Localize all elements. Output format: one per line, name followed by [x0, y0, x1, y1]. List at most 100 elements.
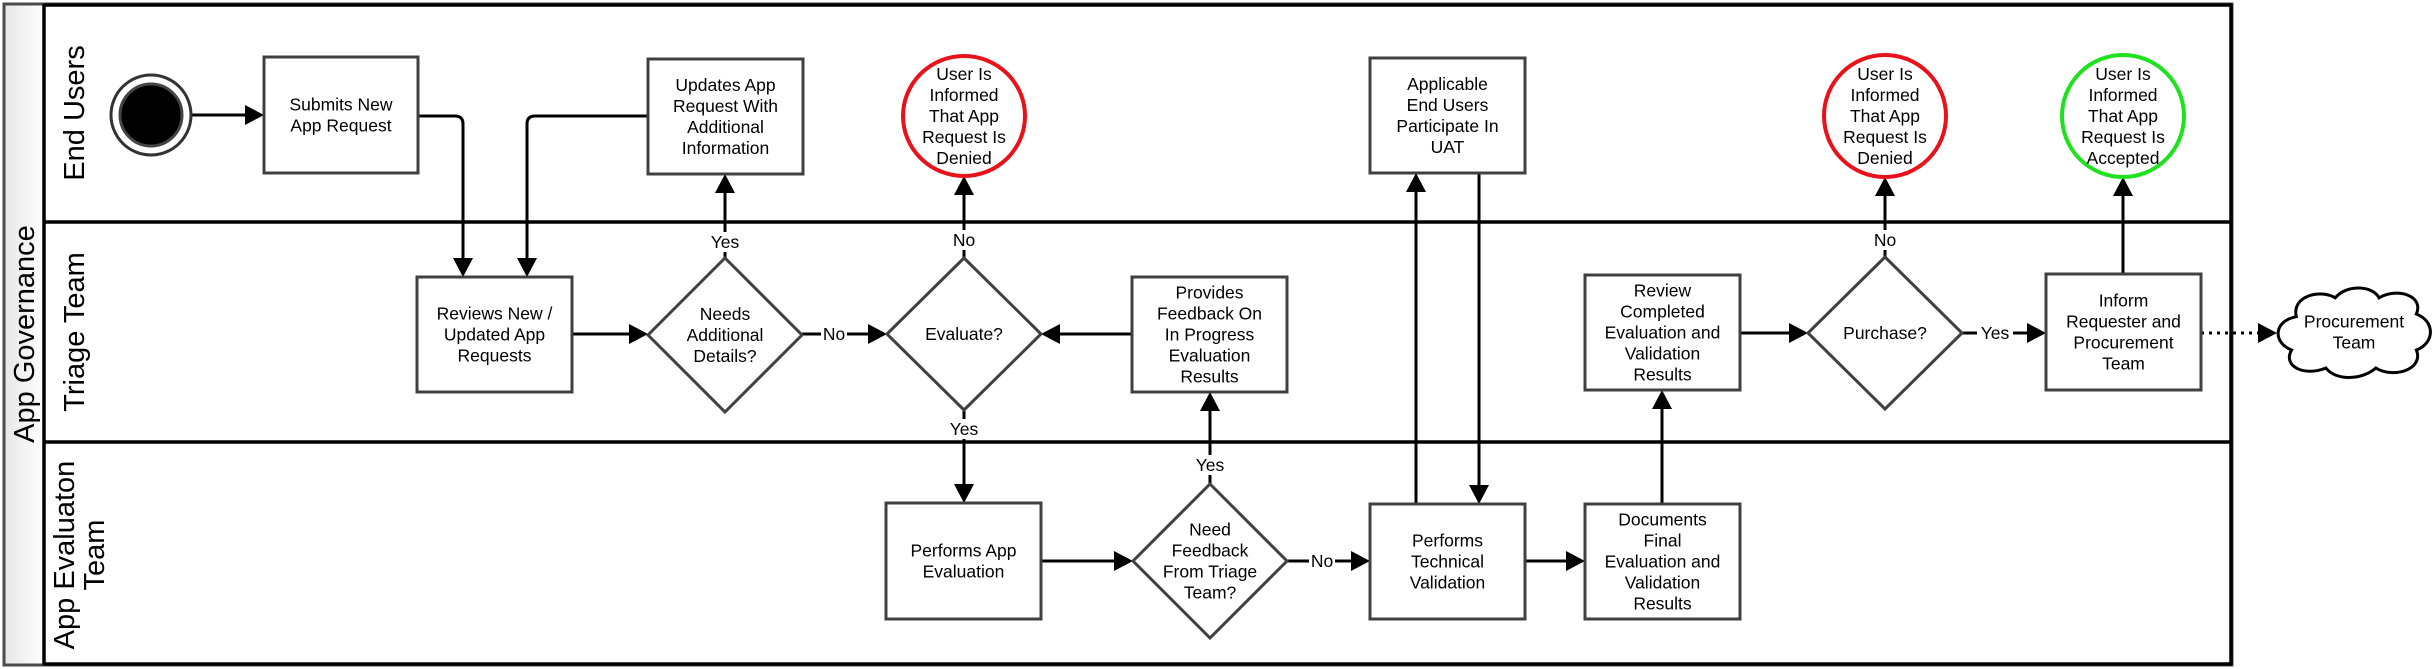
edge-label-needFeedback-provides: Yes	[1192, 455, 1228, 475]
edge-label-purchase-denied2: No	[1872, 230, 1898, 250]
edge-label-background	[951, 230, 977, 250]
edge-label-text: No	[1311, 551, 1333, 571]
edge-techValidation-documents	[1525, 551, 1585, 571]
task-box	[646, 57, 805, 176]
arrowhead-icon	[1114, 551, 1133, 571]
connector-line	[525, 114, 648, 265]
task-box	[1130, 275, 1289, 394]
end-event-circle	[901, 54, 1027, 178]
node-start[interactable]	[109, 73, 193, 157]
edge-label-text: Yes	[1196, 455, 1225, 475]
node-evaluate[interactable]: Evaluate?	[884, 255, 1044, 413]
arrowhead-icon	[715, 174, 735, 193]
pool-label: App Governance	[9, 225, 41, 443]
task-box	[2044, 272, 2203, 392]
edge-label-background	[1977, 323, 2013, 343]
edge-label-background	[1872, 230, 1898, 250]
node-label: Evaluate?	[925, 324, 1003, 344]
lane-label-app-evaluation-team-line2: Team	[79, 520, 111, 591]
arrowhead-icon	[1200, 392, 1220, 411]
arrowhead-icon	[453, 258, 473, 277]
edge-updates-reviews	[517, 114, 648, 277]
connector-line	[418, 114, 465, 265]
edge-start-submits	[192, 105, 264, 125]
task-box	[415, 275, 574, 394]
lane-label-end-users: End Users	[59, 45, 91, 180]
lane-label-triage-team: Triage Team	[59, 252, 91, 412]
decision-diamond	[1805, 254, 1965, 412]
arrowhead-icon	[1652, 390, 1672, 409]
arrowhead-icon	[629, 324, 648, 344]
arrowhead-icon	[1789, 323, 1808, 343]
edge-label-needFeedback-techValidation: No	[1309, 551, 1335, 571]
edge-inform-procurement	[2201, 323, 2277, 343]
end-event-circle	[1822, 53, 1948, 179]
lanes: End Users Triage Team App Evaluaton Team	[42, 3, 2233, 666]
edge-label-text: Yes	[1981, 323, 2010, 343]
edge-label-background	[1309, 551, 1335, 571]
decision-diamond	[1130, 481, 1290, 641]
edge-label-background	[821, 324, 847, 344]
edge-label-background	[707, 232, 743, 252]
arrowhead-icon	[1875, 177, 1895, 196]
task-box	[1368, 56, 1527, 175]
task-box	[884, 501, 1043, 621]
node-purchase[interactable]: Purchase?	[1805, 254, 1965, 412]
edge-label-text: No	[823, 324, 845, 344]
end-event-circle	[2060, 53, 2186, 179]
arrowhead-icon	[2027, 323, 2046, 343]
edge-label-needs-evaluate: No	[821, 324, 847, 344]
edge-label-purchase-inform: Yes	[1977, 323, 2013, 343]
edge-label-text: No	[1874, 230, 1896, 250]
arrowhead-icon	[2258, 323, 2277, 343]
start-event-icon	[118, 82, 184, 148]
arrowhead-icon	[1351, 551, 1370, 571]
task-box	[262, 55, 420, 175]
task-box	[1583, 273, 1742, 392]
task-box	[1368, 502, 1527, 621]
edge-label-needs-updates: Yes	[707, 232, 743, 252]
edge-inform-accepted	[2113, 177, 2133, 274]
edge-label-text: Yes	[711, 232, 740, 252]
edge-techValidation-uat	[1406, 173, 1426, 504]
task-box	[1583, 502, 1742, 621]
arrowhead-icon	[954, 484, 974, 503]
arrowhead-icon	[1469, 485, 1489, 504]
edge-label-evaluate-denied1: No	[951, 230, 977, 250]
arrowhead-icon	[954, 176, 974, 195]
arrowhead-icon	[245, 105, 264, 125]
arrowhead-icon	[1041, 324, 1060, 344]
edge-label-background	[946, 419, 982, 439]
arrowhead-icon	[1406, 173, 1426, 192]
decision-diamond	[884, 255, 1044, 413]
